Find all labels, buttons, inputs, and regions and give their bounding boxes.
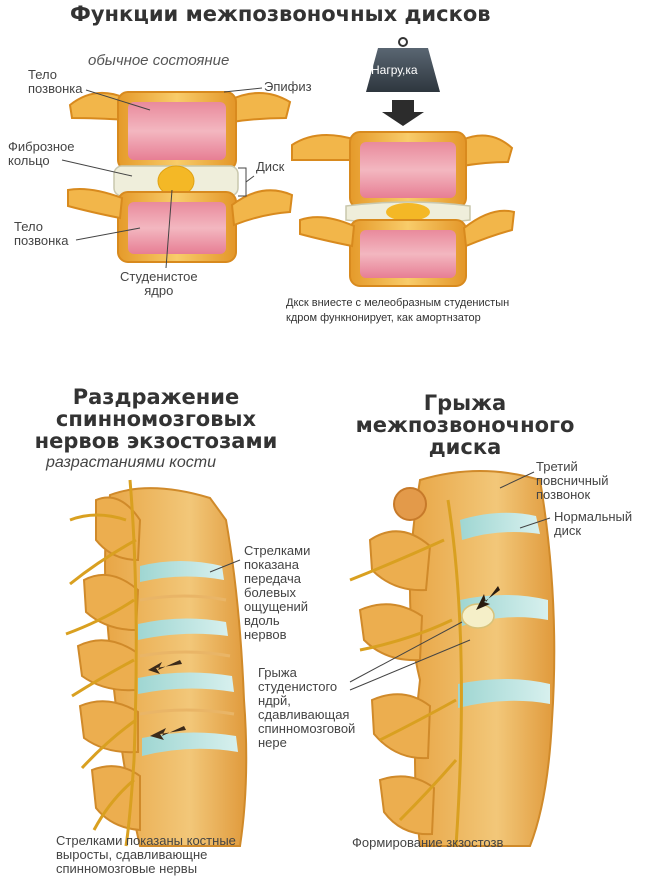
section-title-disc-hernia: Грыжа межпозвоночного диска — [355, 391, 575, 459]
load-weight — [366, 37, 440, 126]
label-hernia-compressing-nerve: Грыжа студенистого ндрй, сдавливающая сп… — [258, 665, 356, 750]
subtitle-normal-state: обычное состояние — [88, 52, 230, 69]
leader-lines-top — [61, 87, 263, 269]
normal-vertebrae — [67, 91, 294, 263]
spine-osteophytes — [65, 479, 248, 847]
label-arrows-pain-transmission: Стрелками показана передача болевых ощущ… — [244, 543, 311, 642]
label-load: Нагру,ка — [371, 63, 418, 77]
leader-lines-bottom — [209, 471, 551, 691]
caption-bone-growths: Стрелками показаны костные выросты, сдав… — [56, 833, 236, 876]
compressed-vertebrae — [291, 131, 516, 287]
label-epiphysis: Эпифиз — [264, 79, 312, 94]
spine-hernia — [349, 470, 556, 847]
label-third-lumbar-vertebra: Третий повсничный позвонок — [536, 459, 609, 502]
section-subtitle-bone-growths: разрастаниями кости — [46, 454, 216, 471]
section-title-nerve-irritation: Раздражение спинномозговых нервов экзост… — [34, 385, 278, 453]
label-disc: Диск — [256, 159, 285, 174]
caption-exostosis-formation: Формирование зкзостозв — [352, 835, 504, 850]
main-title: Функции межпозвоночных дисков — [70, 2, 491, 26]
label-normal-disc: Нормальный диск — [554, 509, 633, 538]
